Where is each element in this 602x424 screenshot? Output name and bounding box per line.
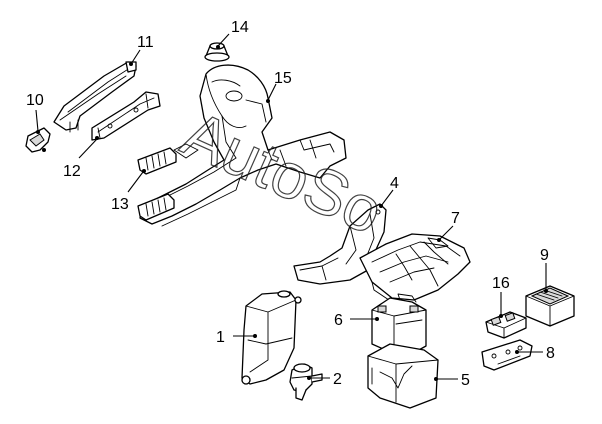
callout-label-10: 10	[26, 92, 44, 109]
callout-15: 15	[266, 70, 292, 103]
callout-7: 7	[437, 210, 460, 242]
callout-10: 10	[26, 92, 44, 134]
callout-label-15: 15	[274, 70, 292, 87]
part-10-clip	[25, 127, 51, 153]
callout-6: 6	[334, 312, 379, 329]
callout-5: 5	[434, 372, 470, 389]
part-16-fuse-holder	[485, 311, 527, 339]
callout-9: 9	[540, 247, 549, 293]
part-1-washer-reservoir	[241, 290, 302, 385]
part-8-connector-plate	[481, 339, 533, 371]
callout-label-4: 4	[390, 175, 399, 192]
callout-11: 11	[129, 34, 154, 66]
callout-2: 2	[307, 371, 342, 388]
callout-label-11: 11	[137, 34, 154, 51]
part-15-subframe	[139, 64, 347, 227]
callout-1: 1	[216, 329, 257, 346]
part-7-battery-tray	[359, 233, 471, 303]
callout-8: 8	[515, 345, 555, 362]
callout-16: 16	[492, 275, 510, 318]
part-11-bracket	[53, 61, 137, 133]
part-14-grommet	[204, 42, 230, 62]
callout-label-13: 13	[111, 196, 129, 213]
callout-label-5: 5	[461, 372, 470, 389]
callout-label-9: 9	[540, 247, 549, 264]
callout-label-12: 12	[63, 163, 81, 180]
watermark-text: AutoSo	[172, 97, 393, 248]
part-13-mounts	[137, 147, 177, 221]
callout-label-7: 7	[451, 210, 460, 227]
callout-14: 14	[216, 19, 249, 49]
callout-label-1: 1	[216, 329, 225, 346]
callout-label-2: 2	[333, 371, 342, 388]
callout-4: 4	[379, 175, 399, 208]
callout-label-16: 16	[492, 275, 510, 292]
callout-12: 12	[63, 136, 99, 180]
callout-label-14: 14	[231, 19, 249, 36]
part-5-battery-box	[367, 343, 439, 409]
part-6-battery	[371, 293, 427, 357]
callout-label-6: 6	[334, 312, 343, 329]
callout-13: 13	[111, 169, 146, 213]
part-9-module	[525, 285, 575, 327]
part-2-washer-pump	[289, 363, 323, 401]
callout-label-8: 8	[546, 345, 555, 362]
